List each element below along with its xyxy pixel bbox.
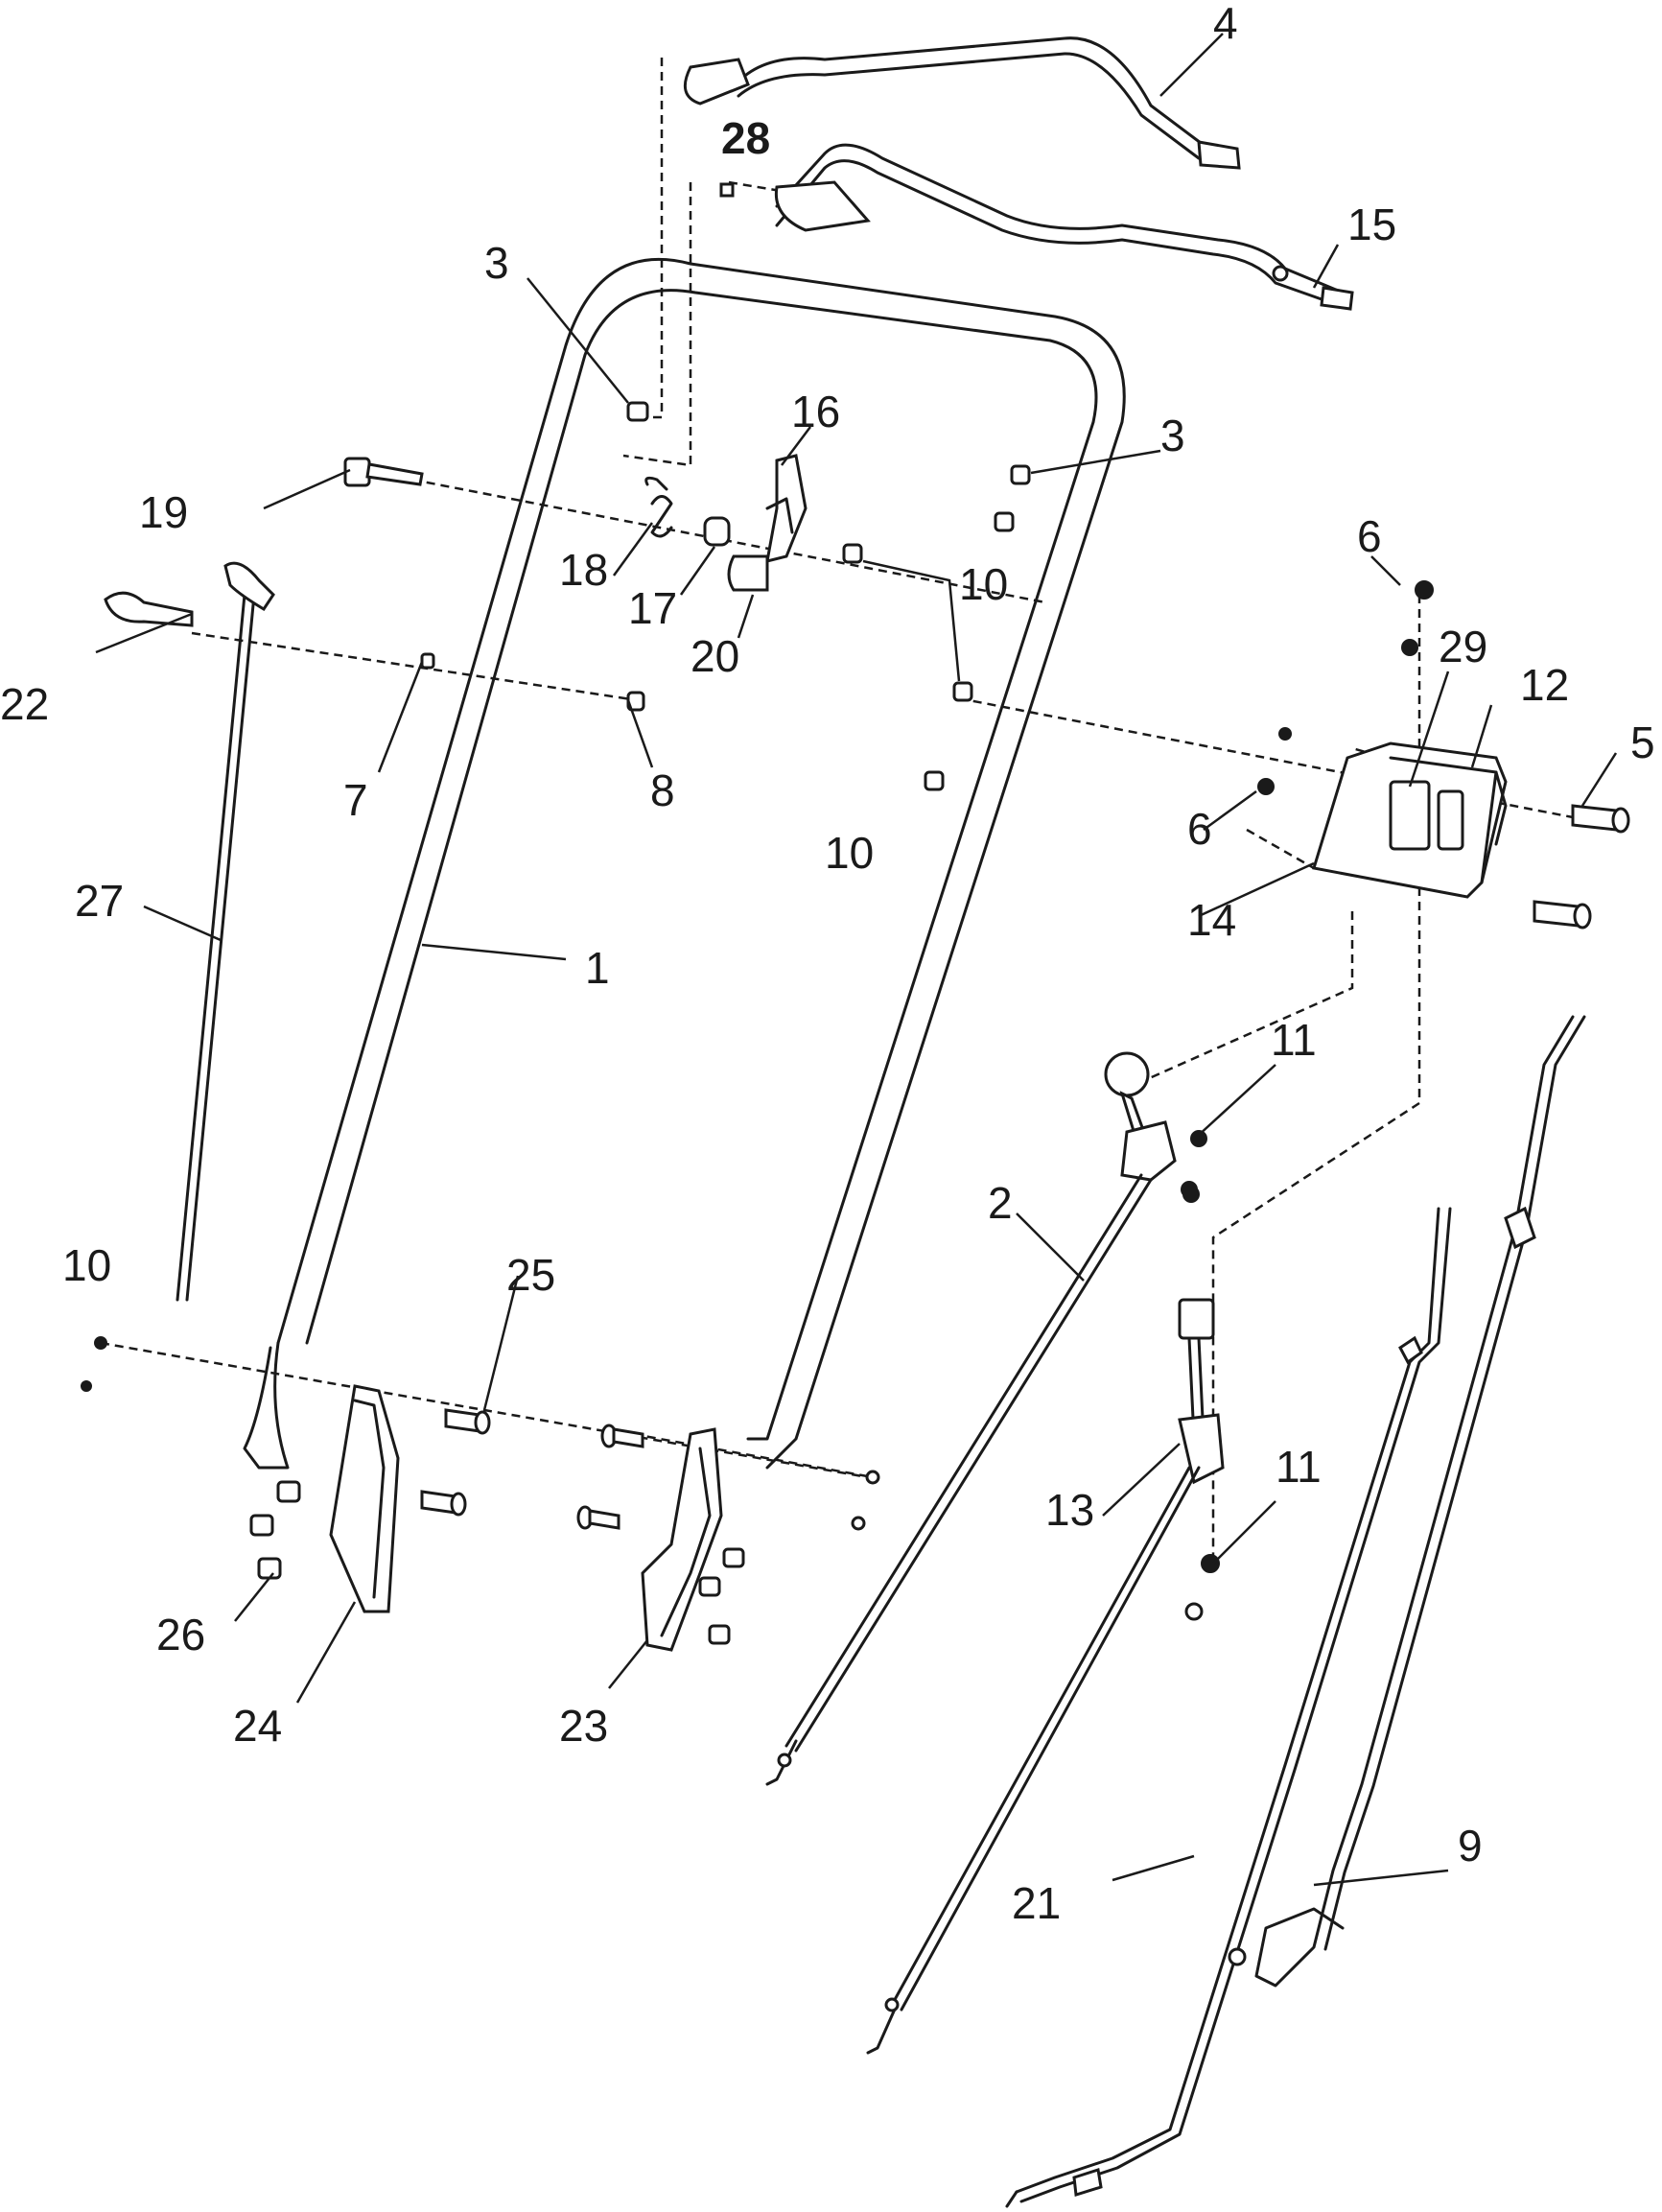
label-part-20: 20 (691, 631, 739, 681)
label-part-14: 14 (1187, 895, 1236, 945)
main-handle (243, 257, 1126, 1470)
label-part-9: 9 (1458, 1821, 1483, 1871)
label-part-10-mid: 10 (825, 828, 874, 878)
label-part-22: 22 (0, 679, 49, 729)
part-labels: 28 4 15 3 16 3 19 18 17 10 20 6 29 12 22… (0, 0, 1655, 1928)
label-part-3-left: 3 (484, 238, 509, 288)
control-bracket (1312, 741, 1508, 899)
label-part-23: 23 (559, 1701, 608, 1751)
label-part-15: 15 (1347, 200, 1396, 249)
label-part-21: 21 (1012, 1878, 1061, 1928)
label-part-2: 2 (988, 1178, 1013, 1228)
bail-latch (727, 454, 808, 592)
label-part-24: 24 (233, 1701, 282, 1751)
blade-brake-cable (1228, 1015, 1586, 1988)
label-part-5: 5 (1630, 718, 1655, 767)
label-part-25: 25 (506, 1250, 555, 1300)
hardware (81, 182, 1630, 1645)
label-part-10-left: 10 (62, 1240, 111, 1290)
label-part-6-top: 6 (1357, 511, 1382, 561)
label-part-1: 1 (585, 943, 610, 993)
label-part-12: 12 (1520, 660, 1569, 710)
label-part-8: 8 (650, 765, 675, 815)
lower-bail-bar (774, 143, 1354, 311)
label-part-18: 18 (559, 545, 608, 595)
leader-lines (95, 33, 1618, 1887)
lower-brackets (329, 1384, 723, 1652)
label-part-6-mid: 6 (1187, 804, 1212, 854)
label-part-3-right: 3 (1160, 411, 1185, 460)
label-part-16: 16 (791, 387, 840, 436)
label-part-11-bottom: 11 (1276, 1442, 1322, 1492)
label-part-28: 28 (721, 113, 770, 163)
label-part-11-top: 11 (1271, 1015, 1317, 1065)
label-part-27: 27 (75, 876, 124, 926)
label-part-4: 4 (1213, 0, 1238, 48)
label-part-7: 7 (343, 775, 368, 825)
label-part-13: 13 (1045, 1485, 1094, 1535)
tension-rod (104, 561, 275, 1302)
label-part-19: 19 (139, 487, 188, 537)
label-part-10-top: 10 (959, 559, 1008, 609)
throttle-control (765, 1051, 1198, 1786)
upper-bail-bar (683, 36, 1241, 170)
choke-control (866, 1298, 1225, 2055)
label-part-29: 29 (1439, 622, 1487, 671)
label-part-26: 26 (156, 1610, 205, 1659)
label-part-17: 17 (628, 583, 677, 633)
